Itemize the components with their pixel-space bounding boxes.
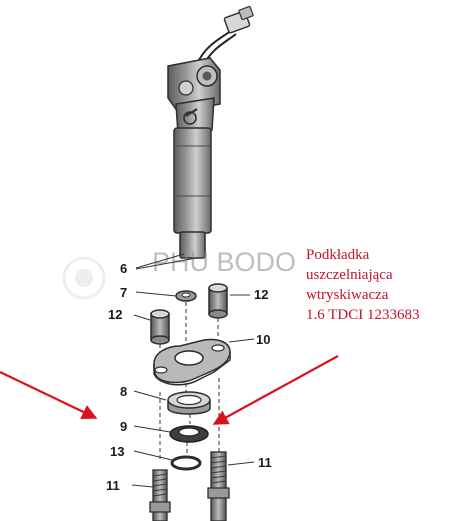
part-9-seal-washer xyxy=(169,425,209,443)
part-11-stud-right xyxy=(207,451,230,521)
left-red-arrow xyxy=(0,371,98,419)
part-12-bushing-right xyxy=(208,283,228,319)
callout-7: 7 xyxy=(120,285,127,300)
injector-head xyxy=(167,57,221,135)
part-12-bushing-left xyxy=(150,309,170,345)
part-description: Podkładka uszczelniająca wtryskiwacza 1.… xyxy=(306,247,419,323)
callout-8: 8 xyxy=(120,384,127,399)
description-line-2: uszczelniająca xyxy=(306,267,393,283)
callout-12-right: 12 xyxy=(254,287,268,302)
part-10-clamp xyxy=(153,338,231,386)
callout-6: 6 xyxy=(120,261,127,276)
callout-11-right: 11 xyxy=(258,455,272,470)
part-7-washer xyxy=(175,290,197,302)
red-arrows xyxy=(0,355,339,425)
callout-12-left: 12 xyxy=(108,307,122,322)
callout-13: 13 xyxy=(110,444,124,459)
logo-watermark xyxy=(62,256,106,300)
description-line-3: wtryskiwacza xyxy=(306,287,389,303)
part-13-o-ring xyxy=(170,455,202,471)
part-11-stud-left xyxy=(149,469,171,521)
part-8-sleeve xyxy=(167,391,211,415)
leader-lines xyxy=(131,253,255,488)
description-line-1: Podkładka xyxy=(306,247,370,263)
description-line-4: 1.6 TDCI 1233683 xyxy=(306,307,419,323)
callout-10: 10 xyxy=(256,332,270,347)
injector-body xyxy=(173,127,212,259)
callout-11-left: 11 xyxy=(106,478,120,493)
callout-9: 9 xyxy=(120,419,127,434)
wiring-harness xyxy=(196,5,254,67)
right-red-arrow xyxy=(212,355,339,425)
